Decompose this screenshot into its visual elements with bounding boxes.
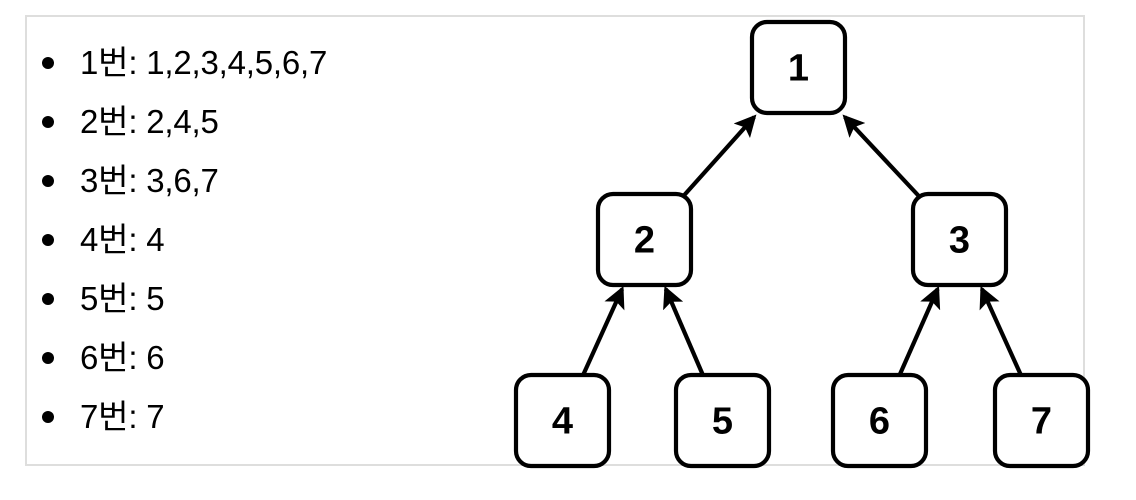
bullet-icon (42, 56, 54, 69)
subtree-list: 1번: 1,2,3,4,5,6,7 2번: 2,4,5 3번: 3,6,7 4번: 4… (33, 33, 493, 446)
list-item-label: 6번: 6 (80, 339, 165, 376)
list-item: 5번: 5 (33, 269, 493, 328)
bullet-icon (42, 410, 54, 423)
list-item: 1번: 1,2,3,4,5,6,7 (33, 33, 493, 92)
bullet-icon (42, 351, 54, 364)
bullet-icon (42, 233, 54, 246)
list-item-label: 1번: 1,2,3,4,5,6,7 (80, 44, 328, 81)
list-item: 3번: 3,6,7 (33, 151, 493, 210)
list-item: 2번: 2,4,5 (33, 92, 493, 151)
list-item-label: 2번: 2,4,5 (80, 103, 219, 140)
list-item-label: 7번: 7 (80, 398, 165, 435)
list-item: 6번: 6 (33, 328, 493, 387)
list-item-label: 4번: 4 (80, 221, 165, 258)
list-item: 7번: 7 (33, 387, 493, 446)
list-item: 4번: 4 (33, 210, 493, 269)
bullet-icon (42, 115, 54, 128)
list-item-label: 3번: 3,6,7 (80, 162, 219, 199)
bullet-icon (42, 174, 54, 187)
list-item-label: 5번: 5 (80, 280, 165, 317)
bullet-icon (42, 292, 54, 305)
